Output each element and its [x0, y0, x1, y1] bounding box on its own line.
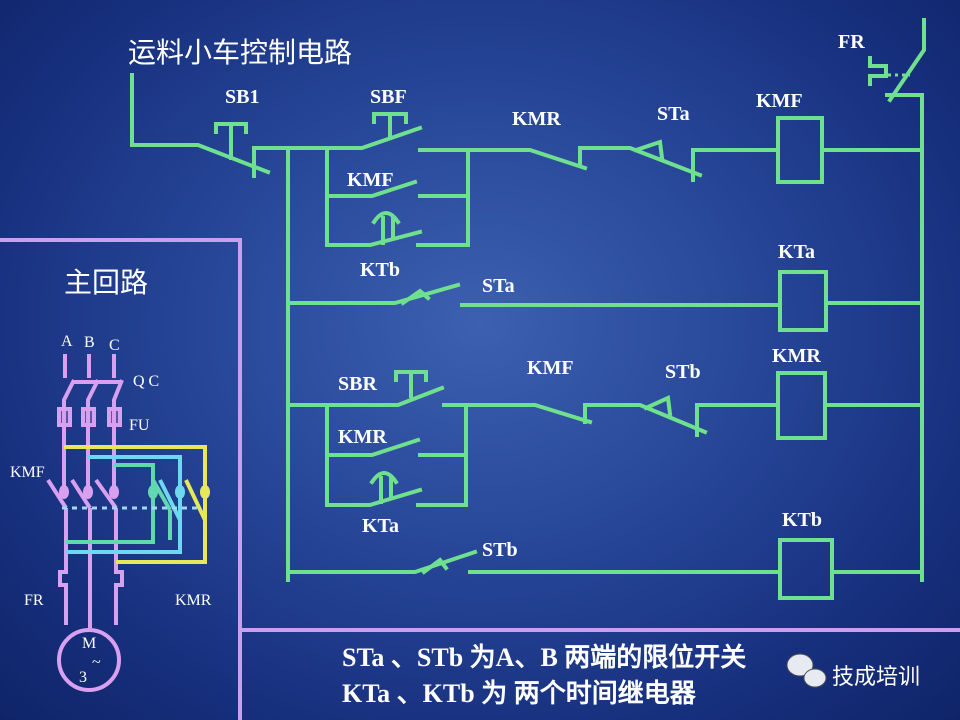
kmf-main-label: KMF	[10, 464, 45, 481]
kmf-coil-label: KMF	[756, 90, 803, 112]
ktb-coil	[778, 538, 834, 600]
sb1-label: SB1	[225, 86, 259, 108]
control-circuit: SB1 SBF KMF KTb KMR STa KMF FR	[130, 18, 926, 600]
main-circuit-frame	[0, 238, 242, 720]
motor-3-label: 3	[79, 669, 87, 686]
ktb-coil-label: KTb	[782, 509, 822, 531]
kmr-nc-contact	[466, 148, 588, 171]
stb-label-2: STb	[482, 539, 518, 561]
motor-tilde-label: ~	[92, 654, 101, 671]
fu-label: FU	[129, 417, 150, 434]
sbr-switch	[286, 385, 445, 407]
ktb-contact-label: KTb	[360, 259, 400, 281]
note-limit-switches: STa 、STb 为A、B 两端的限位开关	[342, 642, 746, 672]
stb-contact-label: STb	[665, 361, 701, 383]
stb-contact-2	[286, 549, 478, 574]
watermark-text: 技成培训	[832, 665, 920, 690]
diagram-title: 运料小车控制电路	[128, 36, 352, 69]
motor-symbol	[57, 628, 121, 692]
ktb-nc-contact	[286, 282, 461, 305]
qc-label: Q C	[133, 373, 159, 390]
kmf-contact-label: KMF	[527, 357, 574, 379]
phase-c-label: C	[109, 337, 120, 354]
kmf-hold-label: KMF	[347, 169, 394, 191]
motor-m-label: M	[82, 635, 96, 652]
main-circuit: 主回路 A B C Q C FU KMF FR KMR M 3 ~	[10, 266, 212, 692]
stb-nc-contact	[583, 403, 708, 435]
ktb-timer-arc	[371, 211, 401, 225]
kmr-contact-label: KMR	[512, 108, 561, 130]
phase-b-label: B	[84, 334, 95, 351]
right-bus	[885, 93, 924, 582]
kmf-no-contact	[442, 403, 593, 425]
phase-a-label: A	[61, 333, 73, 350]
kmr-coil-label: KMR	[772, 345, 821, 367]
kta-coil	[778, 270, 828, 332]
fr-main-label: FR	[24, 592, 44, 609]
sbf-label: SBF	[370, 86, 407, 108]
kmr-coil	[776, 371, 827, 440]
kta-coil-label: KTa	[778, 241, 815, 263]
kmr-main-label: KMR	[175, 592, 212, 609]
kta-contact-label: KTa	[362, 515, 399, 537]
kmf-coil	[776, 116, 824, 184]
kmr-hold-label: KMR	[338, 426, 387, 448]
main-circuit-title: 主回路	[64, 266, 148, 299]
sta-label-2: STa	[482, 275, 515, 297]
note-timer-relays: KTa 、KTb 为 两个时间继电器	[342, 678, 697, 708]
sbr-label: SBR	[338, 373, 377, 395]
sbf-switch	[252, 125, 423, 150]
sta-contact-label: STa	[657, 103, 690, 125]
wechat-icon	[786, 653, 827, 688]
fr-nc-contact	[887, 18, 926, 103]
fr-label: FR	[838, 31, 865, 53]
sta-nc-contact	[578, 146, 703, 178]
